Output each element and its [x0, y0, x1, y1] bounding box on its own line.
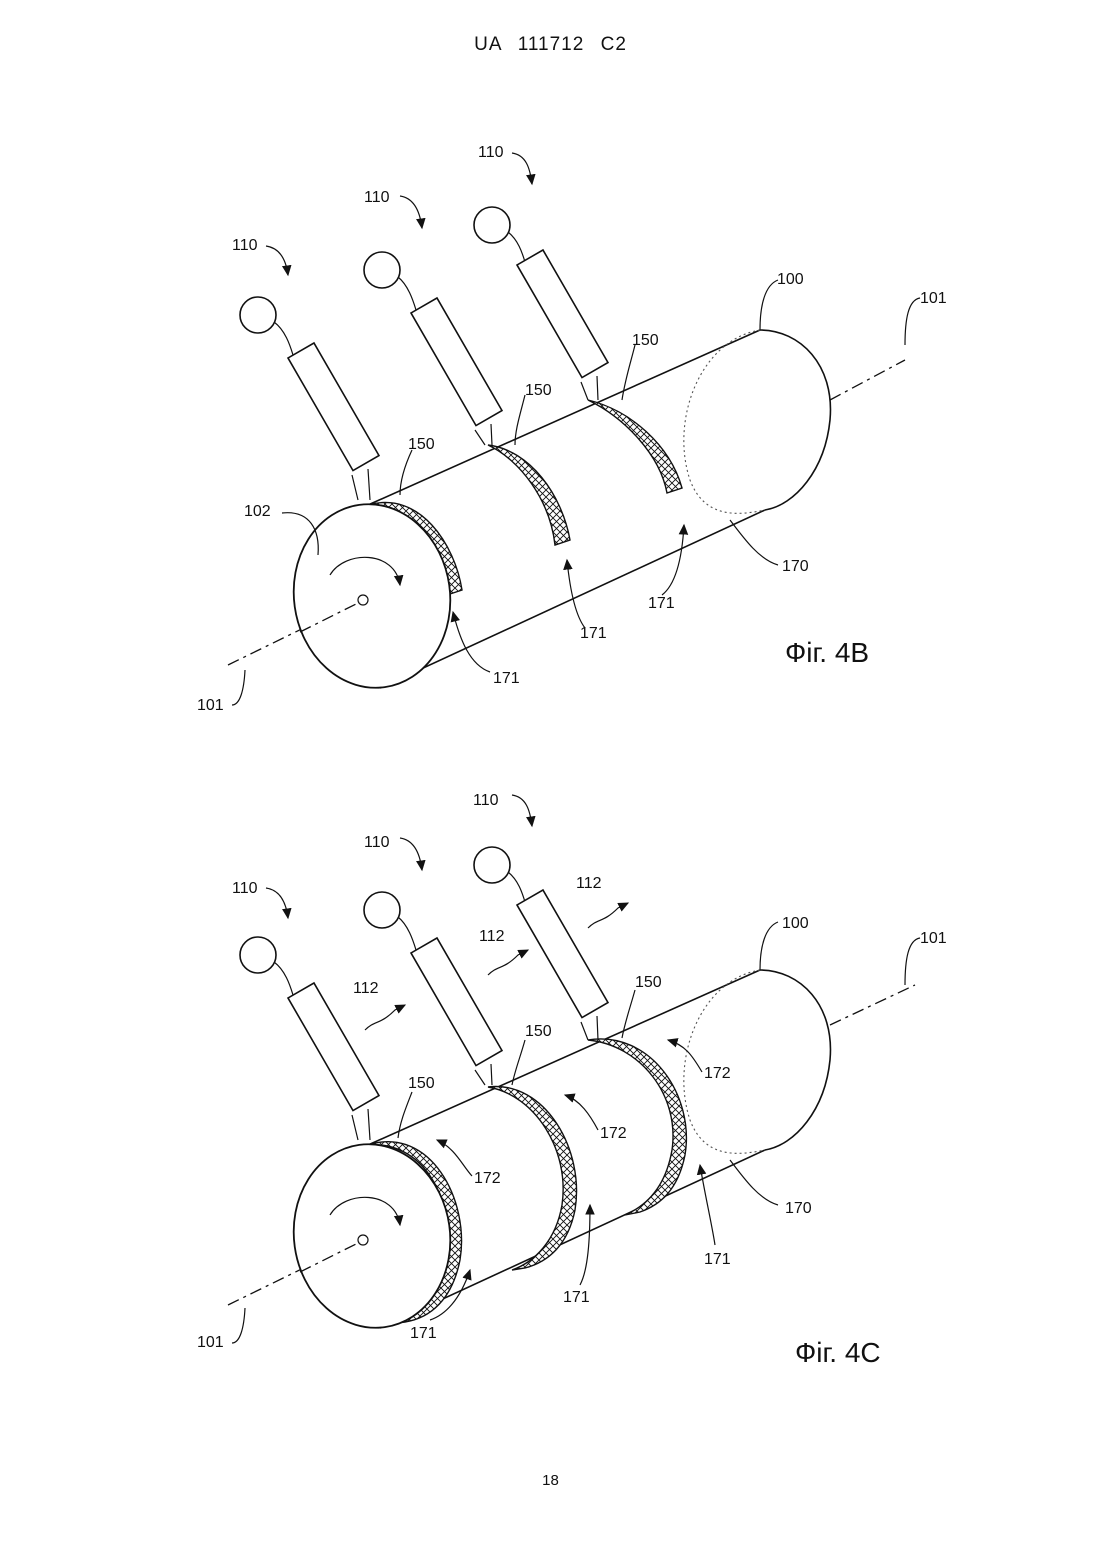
far-end-outline: [760, 330, 830, 510]
label-172: 172: [704, 1065, 731, 1082]
leader-101-left: [232, 670, 245, 705]
figure-caption: Фіг. 4B: [785, 637, 869, 668]
leader-110-3: [512, 795, 532, 826]
leader-110-3: [512, 153, 532, 184]
leader-172-3: [668, 1040, 702, 1072]
cylinder-top-edge: [368, 970, 760, 1145]
label-171: 171: [580, 625, 607, 642]
leader-110-1: [266, 246, 288, 275]
band-150-2: [488, 445, 570, 545]
label-171: 171: [493, 670, 520, 687]
leader-150-3: [622, 345, 635, 400]
label-150: 150: [525, 382, 552, 399]
cylinder-top-edge: [368, 330, 760, 505]
label-101: 101: [197, 697, 224, 714]
leader-110-1: [266, 888, 288, 918]
figure-4b: 110 110 110 100 101 101 102 150 150 150 …: [0, 0, 1101, 780]
page-number: 18: [0, 1472, 1101, 1489]
leader-100: [760, 922, 778, 970]
label-101: 101: [920, 290, 947, 307]
movement-arrow-112: [365, 1005, 405, 1030]
movement-arrow-112: [488, 950, 528, 975]
front-end-face: [282, 494, 462, 698]
label-150: 150: [632, 332, 659, 349]
label-171: 171: [648, 595, 675, 612]
leader-170: [730, 1160, 778, 1205]
leader-171-1: [453, 612, 490, 672]
leader-100: [760, 280, 778, 330]
label-150: 150: [525, 1023, 552, 1040]
leader-101-right: [905, 298, 920, 345]
label-110: 110: [232, 880, 258, 897]
leader-172-2: [565, 1095, 598, 1130]
leader-110-2: [400, 838, 422, 870]
label-110: 110: [232, 237, 258, 254]
label-100: 100: [782, 915, 809, 932]
figure-4c: 110 110 110 100 101 101 112 112 112 150 …: [0, 780, 1101, 1420]
leader-101-right: [905, 938, 920, 985]
dispenser-unit-3: [474, 207, 608, 400]
label-110: 110: [473, 792, 499, 809]
band-150-3: [588, 400, 682, 493]
leader-171-3: [662, 525, 684, 595]
leader-101-left: [232, 1308, 245, 1343]
label-110: 110: [478, 144, 504, 161]
label-112: 112: [479, 928, 505, 945]
label-170: 170: [785, 1200, 812, 1217]
leader-172-1: [437, 1140, 472, 1176]
label-172: 172: [600, 1125, 627, 1142]
label-171: 171: [410, 1325, 437, 1342]
leader-150-3: [622, 990, 635, 1038]
label-150: 150: [408, 1075, 435, 1092]
label-112: 112: [576, 875, 602, 892]
dispenser-unit-2: [364, 892, 502, 1085]
leader-110-2: [400, 196, 422, 228]
label-101: 101: [197, 1334, 224, 1351]
dispenser-unit-1: [240, 937, 379, 1140]
leader-171-2: [580, 1205, 590, 1285]
label-150: 150: [408, 436, 435, 453]
label-100: 100: [777, 271, 804, 288]
label-110: 110: [364, 189, 390, 206]
far-end-hidden: [684, 330, 765, 513]
label-172: 172: [474, 1170, 501, 1187]
leader-170: [730, 520, 778, 565]
dispenser-unit-2: [364, 252, 502, 445]
figure-caption: Фіг. 4C: [795, 1337, 881, 1368]
movement-arrow-112: [588, 903, 628, 928]
label-171: 171: [563, 1289, 590, 1306]
far-end-outline: [760, 970, 830, 1150]
label-170: 170: [782, 558, 809, 575]
label-171: 171: [704, 1251, 731, 1268]
dispenser-unit-1: [240, 297, 379, 500]
label-112: 112: [353, 980, 379, 997]
label-101: 101: [920, 930, 947, 947]
label-102: 102: [244, 503, 271, 520]
label-150: 150: [635, 974, 662, 991]
label-110: 110: [364, 834, 390, 851]
